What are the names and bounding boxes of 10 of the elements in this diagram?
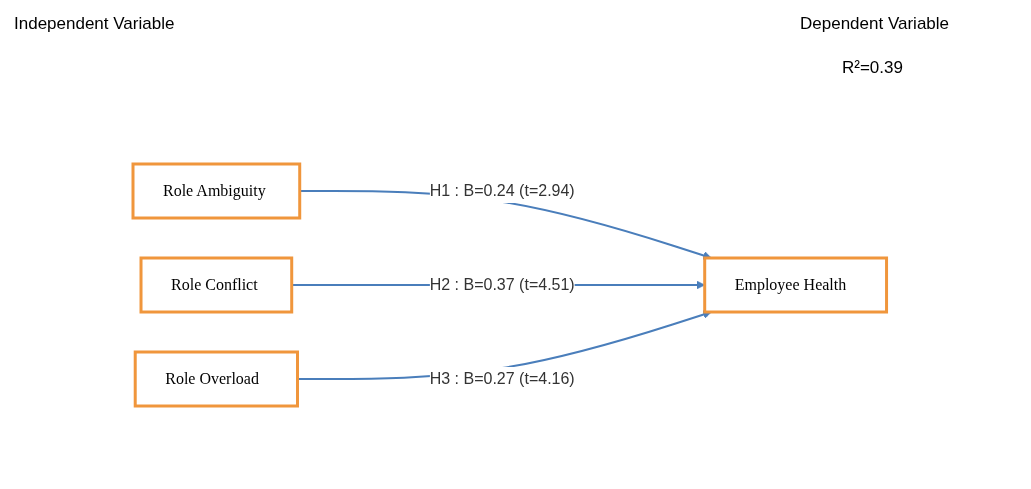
column-heading: Dependent Variable [800,14,949,34]
column-heading: Independent Variable [14,14,175,34]
node-box: Employee Health [703,256,889,314]
edge-label: H3 : B=0.27 (t=4.16) [429,370,575,387]
node-box: Role Ambiguity [131,162,302,220]
node-box: Role Conflict [139,256,294,314]
r-squared-note: R²=0.39 [842,58,903,78]
node-box: Role Overload [133,350,300,408]
edge-label: H1 : B=0.24 (t=2.94) [429,182,575,199]
edge-label: H2 : B=0.37 (t=4.51) [429,276,575,293]
